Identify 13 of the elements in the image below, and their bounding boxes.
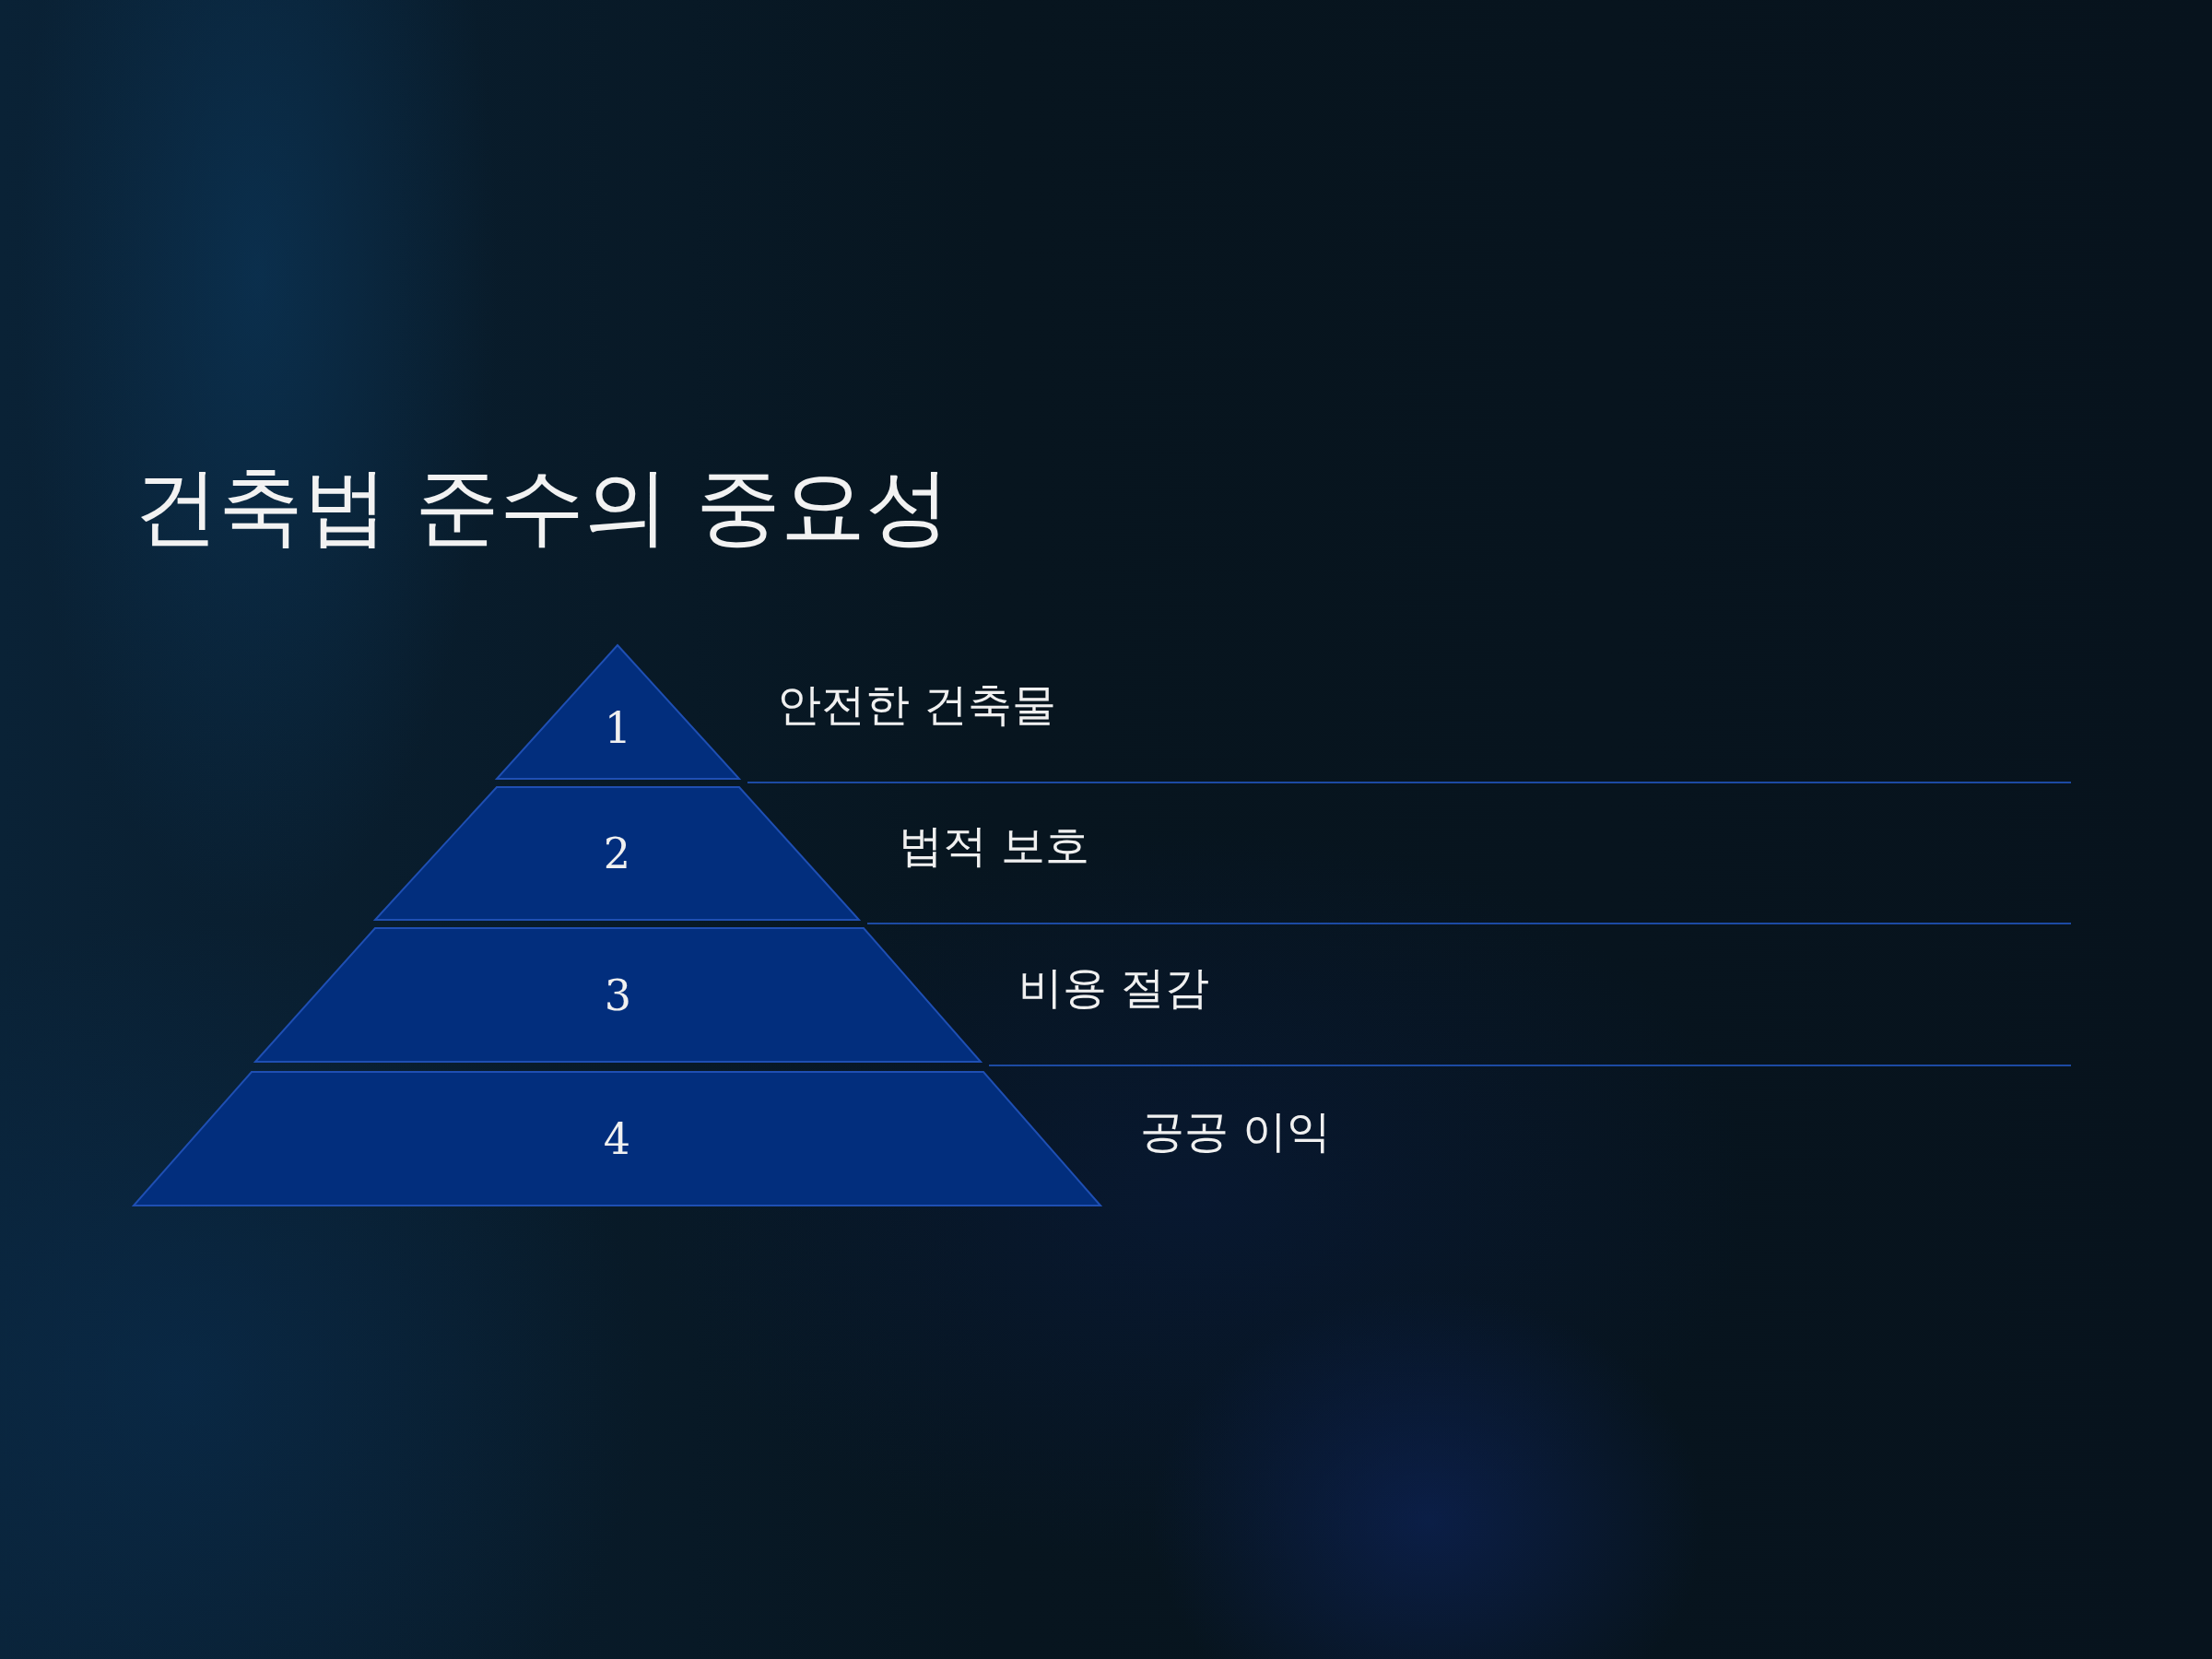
tier-number: 1 (604, 706, 632, 749)
slide-title: 건축법 준수의 중요성 (134, 456, 951, 558)
pyramid-tier (134, 1072, 1100, 1206)
tier-number: 2 (603, 832, 631, 875)
pyramid-tier (375, 787, 859, 920)
tier-label: 법적 보호 (899, 819, 1090, 873)
tier-label: 안전한 건축물 (777, 677, 1057, 732)
tier-label: 공공 이익 (1140, 1104, 1332, 1159)
tier-label: 비용 절감 (1018, 960, 1210, 1015)
tier-number: 3 (604, 973, 632, 1017)
pyramid-tier (255, 928, 981, 1062)
pyramid-top-triangle (497, 645, 739, 779)
tier-number: 4 (603, 1117, 631, 1160)
